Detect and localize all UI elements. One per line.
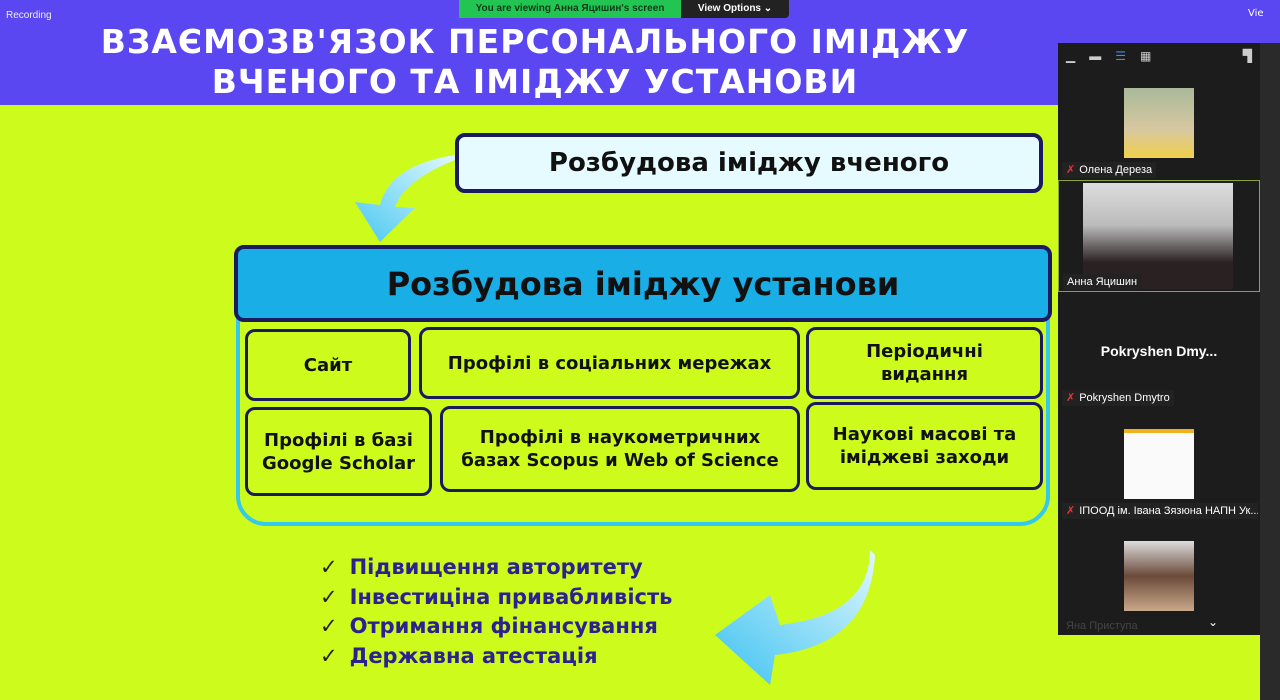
name-text: ІПООД ім. Івана Зязюна НАПН Ук... <box>1079 505 1258 517</box>
strip-view-icon[interactable]: ☰ <box>1115 49 1126 63</box>
benefit-item: ✓ Державна атестація <box>320 642 672 672</box>
name-text: Олена Дереза <box>1079 164 1153 176</box>
participant-tile-active[interactable]: Анна Яцишин <box>1058 180 1260 292</box>
curved-arrow-icon <box>355 155 455 242</box>
benefits-list: ✓ Підвищення авторитету ✓ Інвестиціна прив… <box>320 553 672 671</box>
check-icon: ✓ <box>320 584 338 609</box>
institution-image-box: Розбудова іміджу установи <box>234 245 1052 322</box>
participant-video <box>1124 88 1194 158</box>
slide-title: ВЗАЄМОЗВ'ЯЗОК ПЕРСОНАЛЬНОГО ІМІДЖУ ВЧЕНО… <box>20 22 1050 102</box>
scroll-down-icon[interactable]: ⌄ <box>1208 615 1219 629</box>
participant-name: Яна Приступа <box>1066 620 1138 632</box>
title-line-2: ВЧЕНОГО ТА ІМІДЖУ УСТАНОВИ <box>211 62 859 101</box>
benefit-item: ✓ Інвестиціна привабливість <box>320 583 672 613</box>
participant-tile[interactable]: ✗Олена Дереза <box>1058 69 1260 179</box>
benefit-text: Отримання фінансування <box>349 614 658 638</box>
single-view-icon[interactable]: ▬ <box>1089 49 1102 63</box>
mic-muted-icon: ✗ <box>1066 164 1076 176</box>
curved-arrow-icon <box>715 550 875 685</box>
participant-display-name: Pokryshen Dmy... <box>1100 343 1218 359</box>
name-text: Pokryshen Dmytro <box>1079 392 1170 404</box>
gallery-view-icon[interactable]: ▦ <box>1140 49 1152 63</box>
minimize-icon[interactable]: ▁ <box>1066 49 1076 63</box>
window-edge <box>1260 43 1280 700</box>
item-events: Наукові масові та іміджеві заходи <box>806 402 1043 490</box>
participant-name: ✗ІПООД ім. Івана Зязюна НАПН Ук... <box>1062 503 1258 519</box>
benefit-item: ✓ Отримання фінансування <box>320 612 672 642</box>
viewing-banner: You are viewing Анна Яцишин's screen <box>459 0 681 18</box>
check-icon: ✓ <box>320 643 338 668</box>
view-button[interactable]: Vie <box>1248 8 1264 19</box>
participants-panel: ▁ ▬ ☰ ▦ ▜ ✗Олена Дереза Анна Яцишин Pokr… <box>1058 43 1260 635</box>
participant-name: Анна Яцишин <box>1063 274 1142 290</box>
layout-icon[interactable]: ▜ <box>1242 49 1252 63</box>
benefit-item: ✓ Підвищення авторитету <box>320 553 672 583</box>
participant-video <box>1124 541 1194 611</box>
view-options-button[interactable]: View Options ⌄ <box>681 0 789 18</box>
participant-name: ✗Pokryshen Dmytro <box>1062 390 1174 406</box>
panel-toolbar: ▁ ▬ ☰ ▦ ▜ <box>1058 43 1260 69</box>
check-icon: ✓ <box>320 555 338 579</box>
participant-tile[interactable]: ✗ІПООД ім. Івана Зязюна НАПН Ук... <box>1058 409 1260 521</box>
participant-tile[interactable]: Pokryshen Dmy... ✗Pokryshen Dmytro <box>1058 295 1260 407</box>
benefit-text: Підвищення авторитету <box>349 555 643 579</box>
participant-tile[interactable]: Яна Приступа ⌄ <box>1058 523 1260 635</box>
item-google-scholar: Профілі в базі Google Scholar <box>245 407 432 496</box>
item-site: Сайт <box>245 329 411 401</box>
benefit-text: Інвестиціна привабливість <box>349 584 673 609</box>
scholar-image-box: Розбудова іміджу вченого <box>455 133 1043 193</box>
mic-muted-icon: ✗ <box>1066 505 1076 517</box>
item-social: Профілі в соціальних мережах <box>419 327 800 399</box>
check-icon: ✓ <box>320 614 338 638</box>
item-periodicals: Періодичні видання <box>806 327 1043 399</box>
benefit-text: Державна атестація <box>349 643 598 668</box>
title-line-1: ВЗАЄМОЗВ'ЯЗОК ПЕРСОНАЛЬНОГО ІМІДЖУ <box>100 22 970 61</box>
participant-logo <box>1124 429 1194 499</box>
participant-name: ✗Олена Дереза <box>1062 162 1157 178</box>
mic-muted-icon: ✗ <box>1066 392 1076 404</box>
item-scopus-wos: Профілі в наукометричних базах Scopus и … <box>440 406 800 492</box>
screen-share-banner: You are viewing Анна Яцишин's screen Vie… <box>459 0 789 18</box>
participant-video <box>1083 183 1233 289</box>
recording-label: Recording <box>6 10 52 21</box>
